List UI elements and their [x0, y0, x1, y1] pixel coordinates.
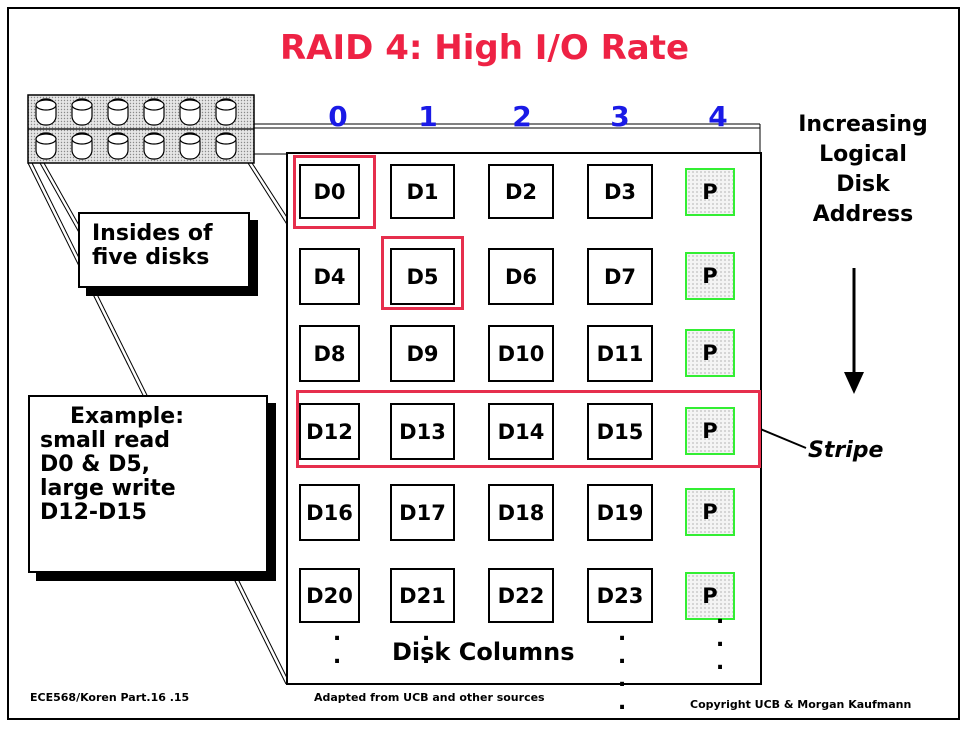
data-block: D4 [299, 248, 360, 305]
increasing-address-label: Increasing Logical Disk Address [768, 110, 958, 230]
highlight-d0 [293, 155, 376, 229]
data-block: D2 [488, 164, 554, 219]
dots-col3: .... [612, 622, 632, 714]
highlight-stripe [296, 390, 761, 468]
parity-block: P [685, 488, 735, 536]
data-block: D8 [299, 325, 360, 382]
stripe-pointer-line [758, 428, 806, 448]
column-number: 0 [318, 100, 358, 133]
data-block: D21 [390, 568, 455, 623]
parity-block: P [685, 252, 735, 300]
parity-block: P [685, 329, 735, 377]
dots-col0: .. [327, 622, 347, 668]
data-block: D16 [299, 484, 360, 541]
insides-callout: Insides of five disks [78, 212, 250, 288]
column-number: 4 [698, 100, 738, 133]
data-block: D18 [488, 484, 554, 541]
stripe-label: Stripe [808, 438, 883, 463]
data-block: D9 [390, 325, 455, 382]
highlight-d5 [381, 236, 464, 310]
data-block: D22 [488, 568, 554, 623]
data-block: D10 [488, 325, 554, 382]
footer-left: ECE568/Koren Part.16 .15 [30, 691, 189, 704]
data-block: D7 [587, 248, 653, 305]
dots-col4: ... [710, 605, 730, 674]
column-number: 1 [408, 100, 448, 133]
data-block: D3 [587, 164, 653, 219]
down-arrow-icon [844, 268, 864, 394]
footer-right: Copyright UCB & Morgan Kaufmann [690, 698, 911, 711]
disk-stack-icon [28, 95, 254, 163]
example-callout: Example: small read D0 & D5, large write… [28, 395, 268, 573]
data-block: D19 [587, 484, 653, 541]
column-number: 2 [502, 100, 542, 133]
data-block: D20 [299, 568, 360, 623]
column-number: 3 [600, 100, 640, 133]
parity-block: P [685, 168, 735, 216]
footer-center: Adapted from UCB and other sources [314, 691, 545, 704]
data-block: D11 [587, 325, 653, 382]
data-block: D1 [390, 164, 455, 219]
data-block: D6 [488, 248, 554, 305]
data-block: D17 [390, 484, 455, 541]
data-block: D23 [587, 568, 653, 623]
disk-columns-label: Disk Columns [392, 638, 575, 666]
